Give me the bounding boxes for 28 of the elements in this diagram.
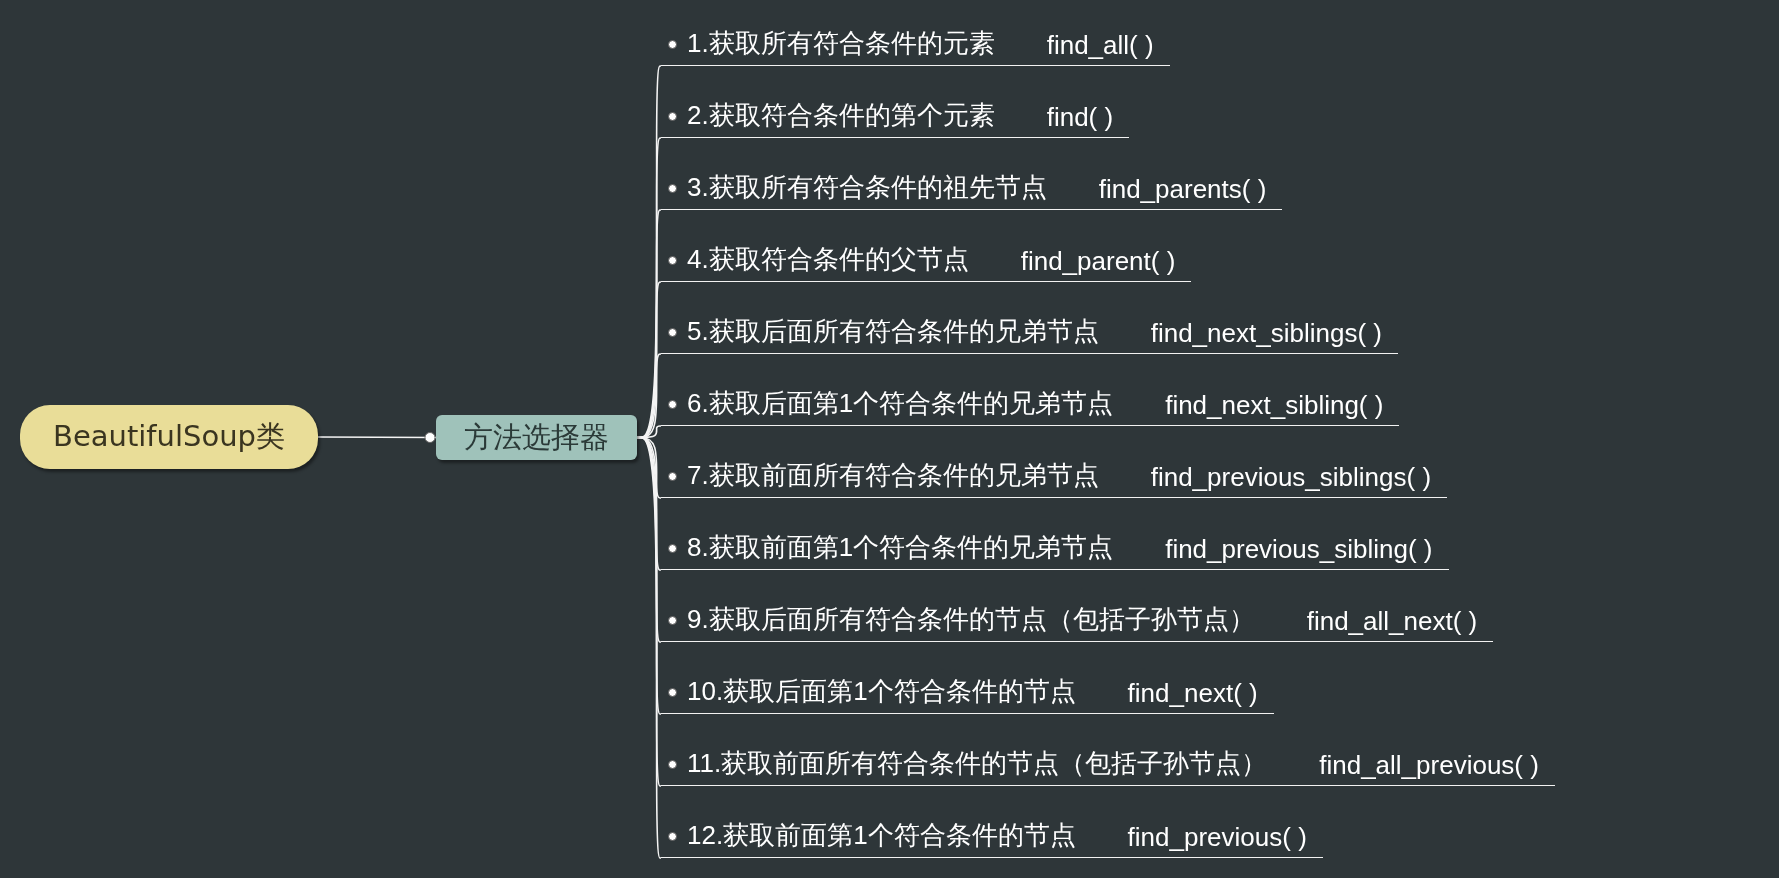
method-name: find( ) xyxy=(1046,102,1114,133)
topic-text: 7.获取前面所有符合条件的兄弟节点 xyxy=(687,459,1099,492)
method-name: find_parent( ) xyxy=(1020,246,1176,277)
topic-text: 12.获取前面第1个符合条件的节点 xyxy=(687,819,1076,852)
topic-text: 6.获取后面第1个符合条件的兄弟节点 xyxy=(687,387,1114,420)
method-name: find_previous( ) xyxy=(1127,822,1307,853)
root-topic xyxy=(20,405,318,469)
topic-text: 2.获取符合条件的第个元素 xyxy=(687,99,995,132)
topic-text: 10.获取后面第1个符合条件的节点 xyxy=(687,675,1076,708)
topic-text: 11.获取前面所有符合条件的节点（包括子孙节点） xyxy=(687,747,1268,780)
topic-text: 4.获取符合条件的父节点 xyxy=(687,243,969,276)
topic-text: 9.获取后面所有符合条件的节点（包括子孙节点） xyxy=(687,603,1255,636)
method-name: find_all_next( ) xyxy=(1306,606,1478,637)
method-name: find_all( ) xyxy=(1046,30,1154,61)
method-name: find_next_siblings( ) xyxy=(1150,318,1382,349)
topic-text: 8.获取前面第1个符合条件的兄弟节点 xyxy=(687,531,1114,564)
topic-text: 方法选择器 xyxy=(464,418,609,456)
method-name: find_previous_siblings( ) xyxy=(1150,462,1432,493)
method-name: find_all_previous( ) xyxy=(1319,750,1539,781)
topic-text: BeautifulSoup类 xyxy=(53,418,285,455)
method-name: find_next( ) xyxy=(1127,678,1258,709)
topic-text: 3.获取所有符合条件的祖先节点 xyxy=(687,171,1047,204)
method-name: find_parents( ) xyxy=(1098,174,1267,205)
topic-text: 1.获取所有符合条件的元素 xyxy=(687,27,995,60)
topic-text: 5.获取后面所有符合条件的兄弟节点 xyxy=(687,315,1099,348)
method-name: find_next_sibling( ) xyxy=(1165,390,1384,421)
branch-topic xyxy=(436,415,637,460)
method-name: find_previous_sibling( ) xyxy=(1165,534,1433,565)
